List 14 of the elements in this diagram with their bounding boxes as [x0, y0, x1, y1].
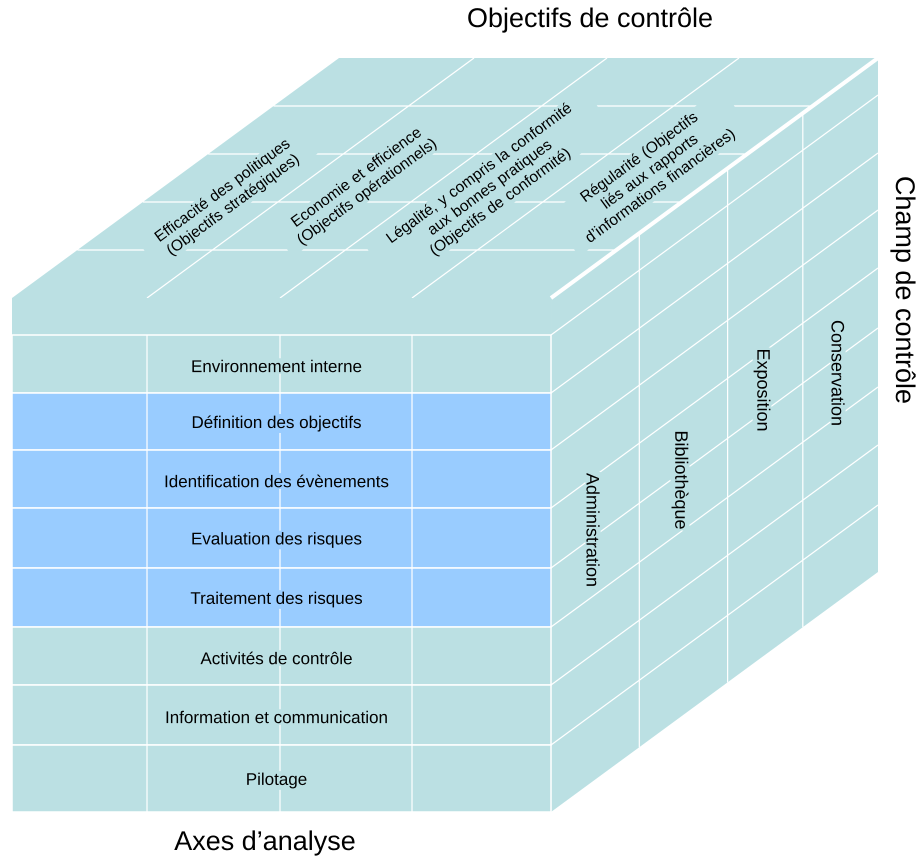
column-label: Exposition [752, 347, 772, 433]
table-row: Traitement des risques [11, 567, 552, 628]
table-row: Evaluation des risques [11, 507, 552, 569]
column-label: Bibliothèque [670, 429, 690, 531]
axis-title: Objectifs de contrôle [468, 7, 712, 33]
table-row: Pilotage [11, 744, 552, 813]
table-row: Définition des objectifs [11, 392, 552, 451]
table-row: Environnement interne [11, 334, 552, 394]
column-label: Conservation [830, 318, 846, 428]
table-row: Information et communication [11, 684, 552, 746]
column-label: Administration [585, 472, 601, 588]
table-row: Activités de contrôle [11, 626, 552, 686]
table-row: Identification des évènements [11, 449, 552, 509]
axis-title: Champ de contrôle [890, 177, 916, 403]
